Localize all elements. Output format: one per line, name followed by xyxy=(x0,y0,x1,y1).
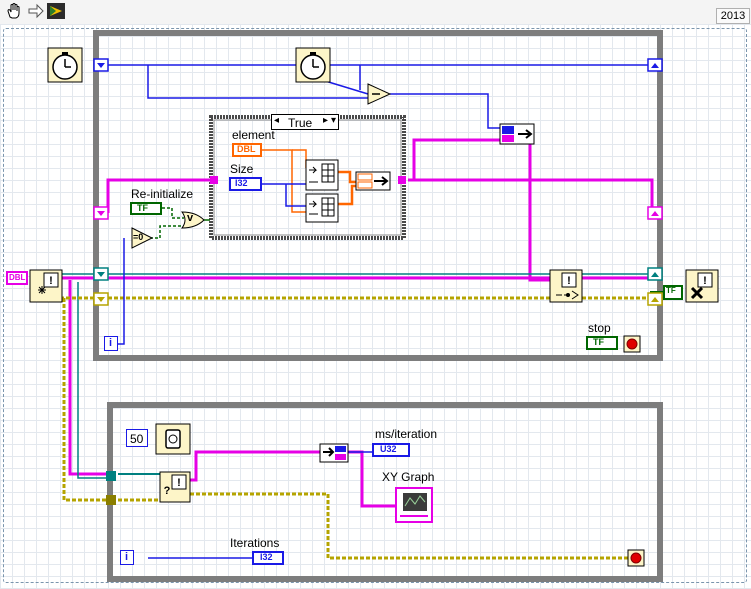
ms-iteration-indicator[interactable]: U32 xyxy=(372,443,410,457)
case-dropdown-icon[interactable]: ▾ xyxy=(330,115,336,126)
stop-label: stop xyxy=(588,321,611,335)
initialize-array-node[interactable] xyxy=(305,159,339,191)
svg-text:?: ? xyxy=(164,485,171,497)
stop-control[interactable]: TF xyxy=(586,336,618,350)
cluster-shift-register-left[interactable] xyxy=(93,206,109,220)
queue-teal-register-left[interactable] xyxy=(93,267,109,281)
size-label: Size xyxy=(230,162,254,176)
element-label: element xyxy=(232,128,275,142)
xy-graph-terminal[interactable] xyxy=(395,487,433,523)
size-control[interactable]: I32 xyxy=(229,177,262,191)
iteration-terminal[interactable]: i xyxy=(120,550,134,565)
svg-text:!: ! xyxy=(49,275,53,287)
consumer-while-loop[interactable] xyxy=(107,402,663,582)
status-type-text: TF xyxy=(666,286,676,295)
reinitialize-label: Re-initialize xyxy=(131,187,194,201)
decrement-case-icon[interactable]: ◂ xyxy=(274,115,280,126)
consumer-tunnel-error[interactable] xyxy=(106,495,116,505)
case-selector-label: True xyxy=(288,116,313,130)
equals-zero-node[interactable] xyxy=(131,227,154,249)
error-register-left[interactable] xyxy=(93,292,109,306)
diagram-frame xyxy=(3,28,747,583)
dequeue-node[interactable]: ! ? xyxy=(159,471,191,503)
ms-iteration-label: ms/iteration xyxy=(375,427,438,441)
element-type-text: DBL xyxy=(237,144,256,154)
queue-type-constant[interactable]: DBL xyxy=(6,271,28,285)
case-tunnel-out[interactable] xyxy=(398,176,406,184)
case-selector[interactable]: ◂ True ▾ ▸ xyxy=(271,114,339,130)
bundle-array-node[interactable] xyxy=(355,171,391,191)
release-queue-node[interactable]: ! xyxy=(685,269,719,303)
iteration-terminal[interactable]: i xyxy=(104,336,118,351)
ms-type-text: U32 xyxy=(380,444,397,454)
svg-text:!: ! xyxy=(567,275,571,287)
xy-graph-label: XY Graph xyxy=(382,470,435,484)
queue-shift-register-left[interactable] xyxy=(93,58,109,72)
svg-text:!: ! xyxy=(703,275,707,287)
producer-while-loop[interactable] xyxy=(93,30,663,361)
obtain-queue-node[interactable]: ! xyxy=(29,269,63,303)
wait-ms-constant[interactable]: 50 xyxy=(126,429,148,447)
run-arrow-icon[interactable] xyxy=(46,2,66,20)
cluster-shift-register-right[interactable] xyxy=(647,206,663,220)
wait-ms-value: 50 xyxy=(130,432,144,446)
element-control[interactable]: DBL xyxy=(232,143,262,157)
version-label: 2013 xyxy=(716,8,750,24)
queue-shift-register-right[interactable] xyxy=(647,58,663,72)
hand-icon[interactable] xyxy=(4,2,24,20)
iter-type-text: I32 xyxy=(260,552,273,562)
enqueue-node[interactable]: ! xyxy=(549,269,583,303)
bundle-node[interactable] xyxy=(499,123,535,145)
initialize-array-node[interactable] xyxy=(305,193,339,223)
or-node[interactable] xyxy=(181,211,205,229)
case-tunnel-in[interactable] xyxy=(210,176,218,184)
stop-type-text: TF xyxy=(593,337,604,347)
wait-ms-node[interactable] xyxy=(155,423,191,455)
tick-count-icon[interactable] xyxy=(295,47,331,83)
reinit-type-text: TF xyxy=(137,203,148,213)
iteration-symbol: i xyxy=(125,551,129,563)
iterations-indicator[interactable]: I32 xyxy=(252,551,284,565)
size-type-text: I32 xyxy=(235,178,248,188)
stop-button-terminal[interactable] xyxy=(623,335,641,353)
iterations-label: Iterations xyxy=(230,536,280,550)
queue-teal-register-right[interactable] xyxy=(647,267,663,281)
consumer-tunnel-queue[interactable] xyxy=(106,471,116,481)
iteration-symbol: i xyxy=(109,337,113,349)
equals-zero-symbol: =0 xyxy=(133,232,144,242)
status-indicator[interactable] xyxy=(663,285,683,300)
error-register-right[interactable] xyxy=(647,292,663,306)
svg-text:!: ! xyxy=(177,477,181,489)
queue-type-text: DBL xyxy=(9,273,26,282)
block-diagram xyxy=(0,24,751,589)
increment-case-icon[interactable]: ▸ xyxy=(322,115,328,126)
subtract-node[interactable] xyxy=(367,83,392,105)
arrow-right-icon[interactable] xyxy=(26,2,46,20)
unbundle-node[interactable] xyxy=(319,443,349,463)
reinitialize-control[interactable]: TF xyxy=(130,202,162,215)
or-symbol: v xyxy=(187,212,194,224)
tick-count-icon[interactable] xyxy=(47,47,83,83)
stop-condition-icon[interactable] xyxy=(627,549,645,567)
